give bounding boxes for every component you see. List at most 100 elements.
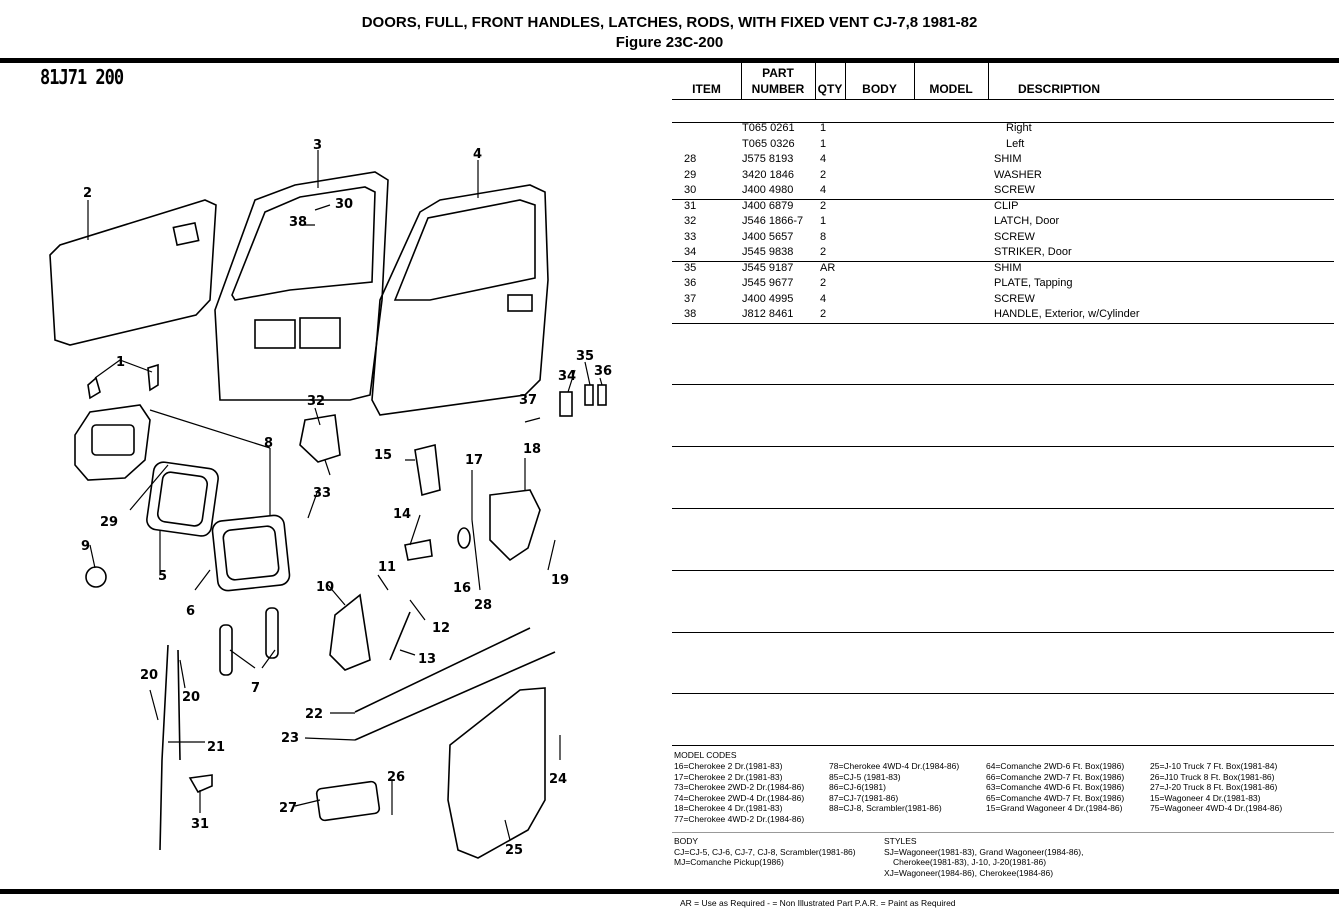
table-rule (672, 199, 1334, 200)
model-codes-column: 64=Comanche 2WD-6 Ft. Box(1986) 66=Coman… (986, 761, 1124, 814)
model-code: 75=Wagoneer 4WD-4 Dr.(1984-86) (1150, 803, 1283, 814)
callout-5: 5 (158, 569, 167, 584)
figure-label: Figure 23C-200 (615, 34, 724, 51)
striker-plate-drawing (559, 391, 573, 417)
row-item: 31 (684, 200, 697, 212)
model-code: 78=Cherokee 4WD-4 Dr.(1984-86) (829, 761, 960, 771)
door-outer-drawing (371, 184, 549, 416)
table-row: 35 J545 9187 AR SHIM (672, 262, 1334, 277)
row-description: SHIM (994, 153, 1022, 165)
model-code: 18=Cherokee 4 Dr.(1981-83) (674, 803, 783, 814)
model-code: 15=Grand Wagoneer 4 Dr.(1984-86) (986, 803, 1123, 814)
callout-22: 22 (305, 707, 323, 722)
row-part-number: J575 8193 (742, 153, 794, 165)
column-divider (988, 63, 989, 99)
callout-28: 28 (474, 598, 492, 613)
row-qty: 4 (820, 184, 827, 196)
header-part-line2: NUMBER (751, 82, 805, 96)
row-qty: 4 (820, 293, 827, 305)
table-rule (672, 323, 1334, 324)
model-code: 85=CJ-5 (1981-83) (829, 771, 901, 782)
row-description: LATCH, Door (994, 215, 1060, 227)
callout-15: 15 (374, 448, 392, 463)
row-item: 36 (684, 277, 697, 289)
model-code: 25=J-10 Truck 7 Ft. Box(1981-84) (1150, 761, 1278, 771)
column-divider (914, 63, 915, 99)
model-code: 77=Cherokee 4WD-2 Dr.(1984-86) (674, 813, 805, 824)
row-description: Left (1006, 138, 1025, 150)
striker-bracket-drawing (489, 489, 541, 562)
callout-21: 21 (207, 740, 225, 755)
callout-29: 29 (100, 515, 118, 530)
style-code: SJ=Wagoneer(1981-83), Grand Wagoneer(198… (884, 846, 1084, 857)
callout-19: 19 (551, 573, 569, 588)
row-description: Right (1006, 122, 1032, 134)
row-description: SCREW (994, 231, 1035, 243)
model-code: 26=J10 Truck 8 Ft. Box(1981-86) (1150, 771, 1275, 782)
row-qty: 1 (820, 122, 827, 134)
inner-panel-drawing (447, 687, 546, 859)
row-part-number: J545 9677 (742, 277, 794, 289)
model-code: 74=Cherokee 2WD-4 Dr.(1984-86) (674, 792, 805, 803)
model-code: 17=Cherokee 2 Dr.(1981-83) (674, 771, 783, 782)
rod-drawing (354, 627, 531, 713)
callout-27: 27 (279, 801, 297, 816)
row-qty: 2 (820, 246, 827, 258)
page-title: DOORS, FULL, FRONT HANDLES, LATCHES, ROD… (361, 14, 978, 31)
latch-drawing (299, 414, 341, 463)
row-part-number: 3420 1846 (742, 169, 794, 181)
row-item: 29 (684, 169, 697, 181)
row-qty: 4 (820, 153, 827, 165)
callout-23: 23 (281, 731, 299, 746)
row-qty: 2 (820, 200, 827, 212)
row-item: 37 (684, 293, 697, 305)
row-qty: 1 (820, 215, 827, 227)
header-item: ITEM (692, 82, 721, 96)
row-description: SHIM (994, 262, 1022, 274)
row-qty: 1 (820, 138, 827, 150)
table-rule (672, 261, 1334, 262)
model-code: 66=Comanche 2WD-7 Ft. Box(1986) (986, 771, 1125, 782)
row-description: HANDLE, Exterior, w/Cylinder (994, 308, 1140, 320)
callout-20b: 20 (182, 690, 200, 705)
table-row: 36 J545 9677 2 PLATE, Tapping (672, 277, 1334, 292)
row-part-number: J400 4995 (742, 293, 794, 305)
model-codes-column: 78=Cherokee 4WD-4 Dr.(1984-86) 85=CJ-5 (… (829, 761, 959, 814)
callout-18: 18 (523, 442, 541, 457)
callout-37: 37 (519, 393, 537, 408)
header-body: BODY (862, 82, 897, 96)
row-qty: AR (820, 262, 836, 274)
knob-drawing (85, 566, 107, 588)
table-row: 28 J575 8193 4 SHIM (672, 153, 1334, 168)
body-codes-heading: BODY (674, 836, 699, 846)
row-part-number: J545 9187 (742, 262, 794, 274)
model-code: 86=CJ-6(1981) (829, 782, 886, 793)
body-codes: BODY CJ=CJ-5, CJ-6, CJ-7, CJ-8, Scramble… (674, 836, 856, 868)
footer-legend: AR = Use as Required - = Non Illustrated… (680, 898, 956, 908)
clip-drawing (188, 774, 213, 794)
table-row: 32 J546 1866-7 1 LATCH, Door (672, 215, 1334, 230)
callout-11: 11 (378, 560, 396, 575)
table-rule (672, 632, 1334, 633)
callout-25: 25 (505, 843, 523, 858)
style-code: Cherokee(1981-83), J-10, J-20(1981-86) (893, 857, 1047, 868)
model-code: 73=Cherokee 2WD-2 Dr.(1984-86) (674, 782, 805, 793)
row-part-number: J545 9838 (742, 246, 794, 258)
table-rule (672, 446, 1334, 447)
row-part-number: J400 5657 (742, 231, 794, 243)
header-qty: QTY (817, 82, 843, 96)
style-codes: STYLES SJ=Wagoneer(1981-83), Grand Wagon… (884, 836, 1083, 878)
callout-8: 8 (264, 436, 273, 451)
row-item: 30 (684, 184, 697, 196)
row-part-number: J812 8461 (742, 308, 794, 320)
callout-38: 38 (289, 215, 307, 230)
callout-36: 36 (594, 364, 612, 379)
footer-divider (0, 889, 1339, 894)
row-description: STRIKER, Door (994, 246, 1072, 258)
row-description: SCREW (994, 184, 1035, 196)
row-description: WASHER (994, 169, 1042, 181)
row-item: 32 (684, 215, 697, 227)
table-row: 37 J400 4995 4 SCREW (672, 293, 1334, 308)
model-codes-heading: MODEL CODES (674, 750, 737, 760)
long-rod-drawing (159, 644, 181, 851)
